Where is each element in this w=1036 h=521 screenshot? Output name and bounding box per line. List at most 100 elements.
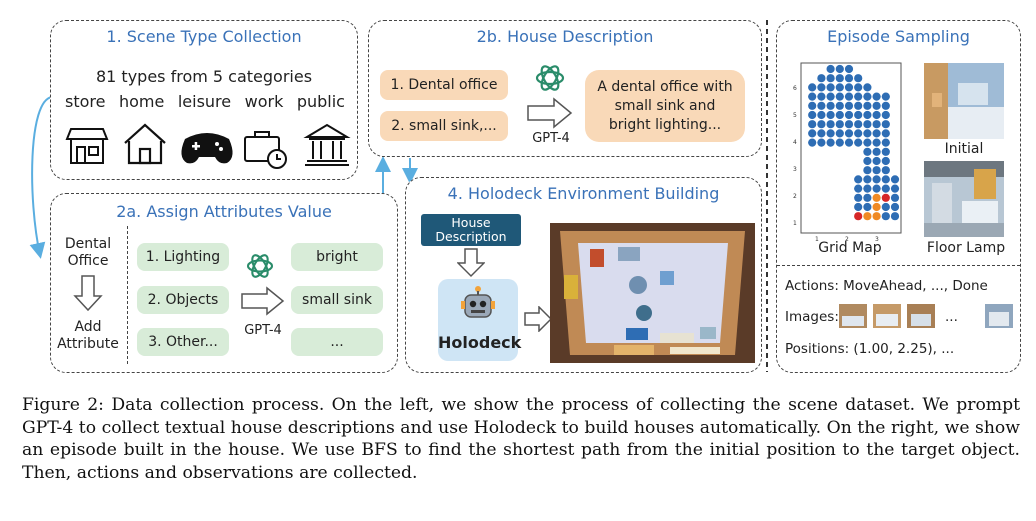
grid-cell-dot <box>863 156 872 166</box>
grid-cell-dot <box>826 101 835 110</box>
grid-cell-dot <box>881 101 890 110</box>
right-arrow-icon <box>524 306 553 332</box>
grid-cell-dot <box>835 120 844 129</box>
home-icon <box>124 123 166 165</box>
grid-cell-dot <box>872 175 881 184</box>
grid-cell-dot <box>881 166 890 175</box>
actions-text: Actions: MoveAhead, ..., Done <box>785 278 988 294</box>
grid-cell-dot <box>881 184 890 193</box>
grid-cell-dot <box>890 175 900 184</box>
grid-cell-dot <box>872 166 881 175</box>
grid-cell-dot <box>844 120 854 129</box>
attribute-source-label: Dental Office <box>64 236 112 269</box>
grid-cell-dot <box>863 129 872 138</box>
grid-cell-dot <box>844 110 854 120</box>
grid-cell-dot <box>881 92 890 101</box>
grid-cell-dot <box>890 202 900 212</box>
grid-cell-dot <box>854 175 863 184</box>
grid-cell-dot <box>817 129 826 138</box>
grid-cell-dot <box>872 138 881 147</box>
grid-cell-dot <box>854 120 863 129</box>
grid-y-tick: 5 <box>793 112 797 119</box>
robot-icon <box>461 286 495 318</box>
grid-cell-dot <box>881 202 890 212</box>
value-other: ... <box>291 328 383 356</box>
attribute-lighting: 1. Lighting <box>137 243 229 271</box>
scene-type-title: 1. Scene Type Collection <box>106 27 302 46</box>
grid-cell-dot <box>854 212 863 221</box>
grid-cell-dot <box>844 138 854 147</box>
grid-cell-dot <box>863 138 872 147</box>
grid-cell-dot <box>835 138 844 147</box>
grid-cell-dot <box>872 202 881 212</box>
grid-cell-dot <box>881 110 890 120</box>
grid-cell-dot <box>854 184 863 193</box>
grid-cell-dot <box>835 64 844 74</box>
grid-cell-dot <box>808 101 817 110</box>
grid-cell-dot <box>890 184 900 193</box>
process-arrow-icon-2 <box>241 286 285 316</box>
add-attribute-label: Add Attribute <box>57 319 119 352</box>
grid-cell-dot <box>863 83 872 92</box>
grid-y-tick: 2 <box>793 193 797 200</box>
grid-cell-dot <box>826 64 835 74</box>
gpt-logo-icon-2 <box>246 254 274 278</box>
grid-x-tick: 3 <box>875 236 879 241</box>
grid-cell-dot <box>817 110 826 120</box>
grid-cell-dot <box>863 202 872 212</box>
grid-cell-dot <box>881 120 890 129</box>
grid-cell-dot <box>854 110 863 120</box>
grid-x-tick: 1 <box>815 236 819 241</box>
grid-cell-dot <box>863 120 872 129</box>
holodeck-title: 4. Holodeck Environment Building <box>447 184 720 203</box>
floor-lamp-label: Floor Lamp <box>926 240 1006 256</box>
gpt-logo-icon <box>535 65 565 91</box>
grid-cell-dot <box>890 212 900 221</box>
grid-cell-dot <box>826 92 835 101</box>
gamepad-icon <box>181 133 233 164</box>
initial-view-image <box>924 63 1004 139</box>
scene-type-summary: 81 types from 5 categories <box>95 67 313 86</box>
grid-cell-dot <box>872 129 881 138</box>
grid-cell-dot <box>835 92 844 101</box>
grid-cell-dot <box>863 101 872 110</box>
grid-cell-dot <box>817 101 826 110</box>
episode-divider <box>777 265 1020 266</box>
holodeck-engine-box: Holodeck <box>438 279 521 361</box>
initial-label: Initial <box>944 141 984 157</box>
grid-cell-dot <box>872 156 881 166</box>
house-description-input: House Description <box>421 214 521 246</box>
grid-cell-dot <box>872 110 881 120</box>
scene-type-panel: 1. Scene Type Collection 81 types from 5… <box>50 20 358 180</box>
grid-cell-dot <box>854 138 863 147</box>
grid-cell-dot <box>826 120 835 129</box>
grid-cell-dot <box>854 101 863 110</box>
episode-sampling-title: Episode Sampling <box>827 27 970 46</box>
grid-y-tick: 1 <box>793 220 797 227</box>
grid-cell-dot <box>808 83 817 92</box>
grid-cell-dot <box>872 120 881 129</box>
grid-cell-dot <box>881 156 890 166</box>
attribute-other: 3. Other... <box>137 328 229 356</box>
category-work: work <box>244 92 284 111</box>
grid-cell-dot <box>808 92 817 101</box>
grid-cell-dot <box>844 92 854 101</box>
category-labels: store home leisure work public <box>65 92 345 111</box>
grid-cell-dot <box>863 193 872 202</box>
grid-cell-dot <box>854 193 863 202</box>
grid-cell-dot <box>863 147 872 156</box>
grid-cell-dot <box>835 74 844 83</box>
description-output: A dental office with small sink and brig… <box>585 70 745 142</box>
assign-attributes-title: 2a. Assign Attributes Value <box>116 202 332 221</box>
grid-cell-dot <box>826 74 835 83</box>
observation-thumbnails <box>839 304 1013 328</box>
category-icons <box>65 123 351 169</box>
grid-cell-dot <box>872 212 881 221</box>
grid-cell-dot <box>844 64 854 74</box>
arrow-scene-to-attributes <box>29 96 53 259</box>
grid-cell-dot <box>872 101 881 110</box>
assign-attributes-panel: 2a. Assign Attributes Value Dental Offic… <box>50 193 398 373</box>
grid-cell-dot <box>844 83 854 92</box>
grid-cell-dot <box>826 129 835 138</box>
grid-cell-dot <box>817 138 826 147</box>
